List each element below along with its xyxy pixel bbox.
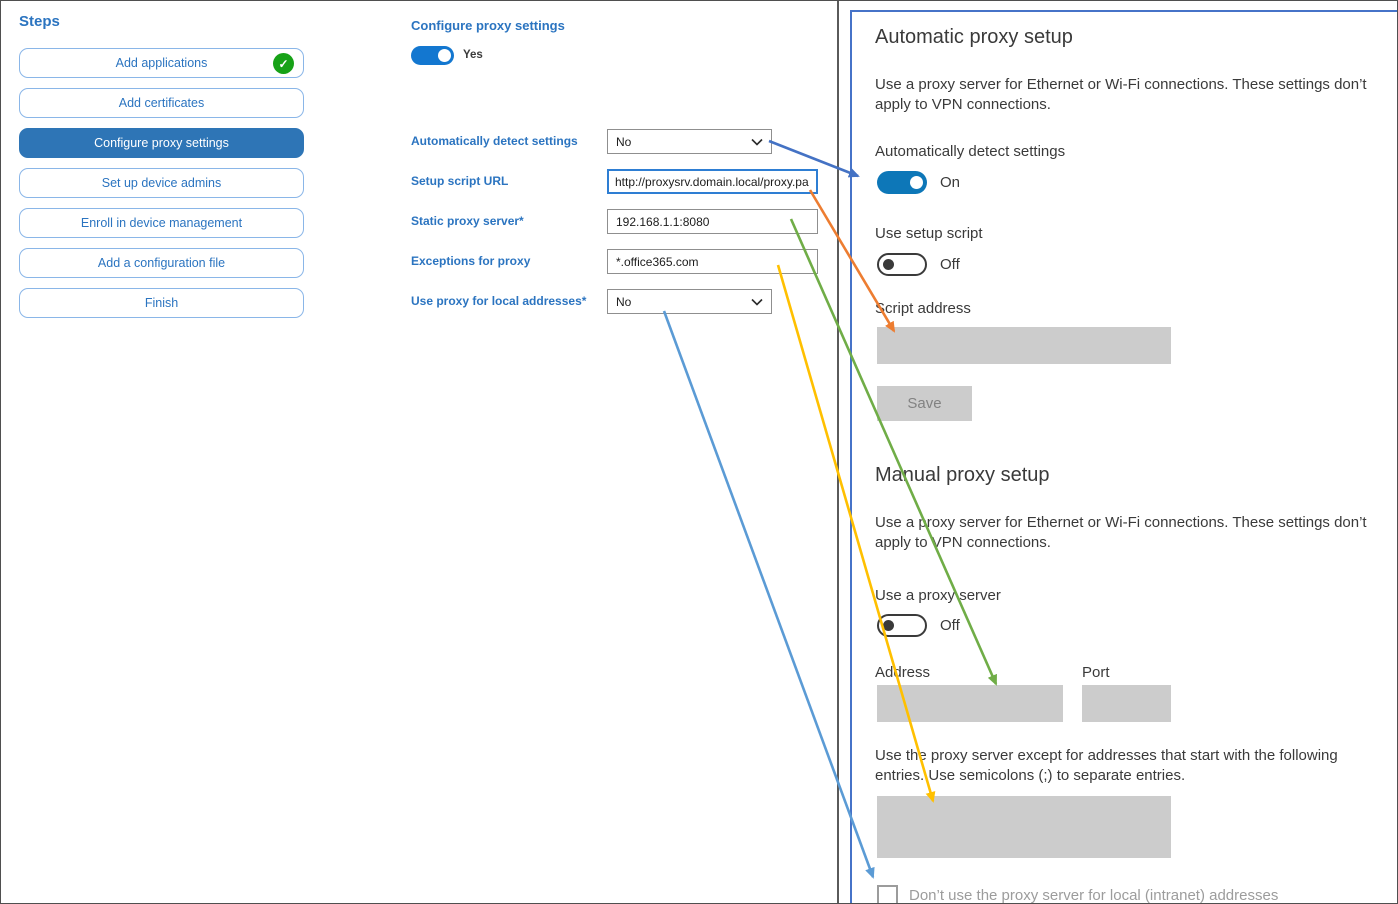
- detect-settings-toggle[interactable]: [877, 171, 927, 194]
- use-setup-script-toggle[interactable]: [877, 253, 927, 276]
- field-label-static-proxy: Static proxy server*: [411, 214, 524, 228]
- detect-settings-dropdown[interactable]: No: [607, 129, 772, 154]
- detect-settings-state: On: [940, 174, 961, 191]
- manual-proxy-heading: Manual proxy setup: [875, 464, 1050, 486]
- toggle-knob: [438, 49, 451, 62]
- toggle-knob: [910, 176, 923, 189]
- check-circle-icon: ✓: [273, 53, 294, 74]
- step-label: Add applications: [115, 56, 208, 70]
- toggle-knob: [883, 259, 894, 270]
- arrow-local-addresses: [662, 310, 875, 879]
- static-proxy-server-input[interactable]: 192.168.1.1:8080: [607, 209, 818, 234]
- use-setup-script-state: Off: [940, 256, 960, 273]
- use-proxy-server-label: Use a proxy server: [875, 587, 1001, 604]
- local-intranet-checkbox[interactable]: [877, 885, 898, 903]
- save-button[interactable]: Save: [877, 386, 972, 421]
- step-label: Add a configuration file: [97, 256, 226, 270]
- proxy-address-input[interactable]: [877, 685, 1063, 722]
- automatic-proxy-heading: Automatic proxy setup: [875, 26, 1073, 48]
- steps-list: Add applications ✓ Add certificates Conf…: [19, 48, 304, 328]
- address-label: Address: [875, 664, 931, 681]
- proxy-exceptions-input[interactable]: *.office365.com: [607, 249, 818, 274]
- enable-proxy-toggle-label: Yes: [463, 49, 483, 61]
- manual-proxy-description: Use a proxy server for Ethernet or Wi-Fi…: [875, 514, 1367, 551]
- setup-script-url-input[interactable]: http://proxysrv.domain.local/proxy.pa: [607, 169, 818, 194]
- field-label-detect: Automatically detect settings: [411, 134, 578, 148]
- field-label-exceptions: Exceptions for proxy: [411, 254, 531, 268]
- local-addresses-dropdown[interactable]: No: [607, 289, 772, 314]
- step-set-up-device-admins[interactable]: Set up device admins: [19, 168, 304, 198]
- field-label-script-url: Setup script URL: [411, 174, 509, 188]
- use-proxy-server-state: Off: [940, 617, 960, 634]
- step-add-certificates[interactable]: Add certificates: [19, 88, 304, 118]
- toggle-knob: [883, 620, 894, 631]
- step-add-applications[interactable]: Add applications ✓: [19, 48, 304, 78]
- chevron-down-icon: [751, 298, 763, 306]
- step-label: Enroll in device management: [80, 216, 243, 230]
- field-label-local-addresses: Use proxy for local addresses*: [411, 294, 587, 308]
- step-add-a-configuration-file[interactable]: Add a configuration file: [19, 248, 304, 278]
- step-label: Configure proxy settings: [94, 136, 229, 150]
- chevron-down-icon: [751, 138, 763, 146]
- step-configure-proxy-settings[interactable]: Configure proxy settings: [19, 128, 304, 158]
- input-value: http://proxysrv.domain.local/proxy.pa: [615, 174, 809, 189]
- enable-proxy-toggle[interactable]: [411, 46, 454, 65]
- dropdown-value: No: [616, 134, 632, 149]
- dropdown-value: No: [616, 294, 632, 309]
- local-intranet-checkbox-label: Don’t use the proxy server for local (in…: [909, 887, 1279, 904]
- use-setup-script-label: Use setup script: [875, 225, 983, 242]
- input-value: 192.168.1.1:8080: [616, 214, 710, 229]
- detect-settings-label: Automatically detect settings: [875, 143, 1066, 160]
- step-enroll-in-device-management[interactable]: Enroll in device management: [19, 208, 304, 238]
- script-address-input[interactable]: [877, 327, 1171, 364]
- use-proxy-server-toggle[interactable]: [877, 614, 927, 637]
- step-label: Set up device admins: [101, 176, 222, 190]
- input-value: *.office365.com: [616, 254, 699, 269]
- port-label: Port: [1082, 664, 1110, 681]
- page-title: Configure proxy settings: [411, 18, 565, 33]
- panel-divider: [837, 1, 839, 903]
- script-address-label: Script address: [875, 300, 971, 317]
- windows-proxy-settings-panel: Automatic proxy setup Use a proxy server…: [850, 10, 1397, 904]
- proxy-exceptions-textarea[interactable]: [877, 796, 1171, 858]
- proxy-port-input[interactable]: [1082, 685, 1171, 722]
- steps-heading: Steps: [19, 13, 60, 30]
- proxy-exceptions-description: Use the proxy server except for addresse…: [875, 747, 1338, 784]
- automatic-proxy-description: Use a proxy server for Ethernet or Wi-Fi…: [875, 76, 1367, 113]
- step-label: Add certificates: [118, 96, 205, 110]
- step-label: Finish: [144, 296, 179, 310]
- step-finish[interactable]: Finish: [19, 288, 304, 318]
